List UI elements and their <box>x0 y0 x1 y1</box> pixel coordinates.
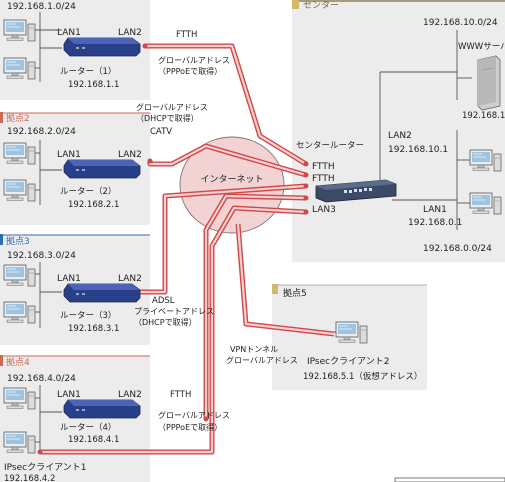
center-lan1: LAN1 <box>423 205 447 215</box>
internet-label: インターネット <box>200 174 263 185</box>
site5-address-label: グローバルアドレス <box>226 355 298 365</box>
center-ftth2: FTTH <box>312 174 335 184</box>
site4: 拠点4 192.168.4.0/24 LAN1 LAN2 ルーター（4） 192… <box>3 356 230 482</box>
site1-lan2: LAN2 <box>118 28 142 38</box>
www-server-label: WWWサーバー <box>458 42 505 52</box>
site5-client-ip: 192.168.5.1（仮想アドレス） <box>303 371 422 382</box>
site2-router-icon <box>63 159 141 179</box>
site3-router-ip: 192.168.3.1 <box>68 324 119 334</box>
center-network-top: 192.168.10.0/24 <box>423 18 498 28</box>
site3-network: 192.168.3.0/24 <box>7 251 76 261</box>
site1-router-icon <box>63 37 141 57</box>
site3-router-label: ルーター（3） <box>60 310 116 321</box>
site5-client-label: IPsecクライアント2 <box>307 356 389 367</box>
site1-network: 192.168.1.0/24 <box>7 2 76 12</box>
site3-lan1: LAN1 <box>57 274 81 284</box>
site4-router-ip: 192.168.4.1 <box>68 435 119 445</box>
www-server-ip: 192.168.10. <box>462 111 505 121</box>
site1-address-label: グローバルアドレス <box>158 55 230 65</box>
vpn-tunnels <box>37 43 335 455</box>
site4-client-label: IPsecクライアント1 <box>4 462 86 473</box>
center-ftth1: FTTH <box>312 162 335 172</box>
site3-address-label: プライベートアドレス <box>134 307 214 316</box>
center-router-icon <box>315 179 397 203</box>
site2-network: 192.168.2.0/24 <box>7 127 76 137</box>
site1-address-method: （PPPoEで取得） <box>158 66 222 76</box>
center-lan3: LAN3 <box>312 205 336 215</box>
center-lan1-ip: 192.168.0.1 <box>408 218 462 228</box>
site2-title: 拠点2 <box>6 112 30 124</box>
site2: 拠点2 192.168.2.0/24 LAN1 LAN2 ルーター（2） 192… <box>3 102 208 210</box>
site4-line-label: FTTH <box>170 390 191 400</box>
site3: 拠点3 192.168.3.0/24 LAN1 LAN2 ルーター（3） 192… <box>3 235 214 334</box>
site5-title: 拠点5 <box>283 287 307 299</box>
center: センター 192.168.10.0/24 WWWサーバー 192.168.10.… <box>296 0 505 254</box>
center-network-bottom: 192.168.0.0/24 <box>423 244 492 254</box>
site5: 拠点5 VPNトンネル グローバルアドレス IPsecクライアント2 192.1… <box>226 287 422 382</box>
site3-line-label: ADSL <box>152 296 175 306</box>
www-server-icon <box>477 55 501 111</box>
site4-router-label: ルーター（4） <box>60 422 116 433</box>
site4-client-ip: 192.168.4.2 <box>4 474 55 482</box>
site4-network: 192.168.4.0/24 <box>7 374 76 384</box>
site2-line-label: CATV <box>150 127 172 137</box>
center-lan2-ip: 192.168.10.1 <box>388 145 448 155</box>
site2-address-method: （DHCPで取得） <box>136 113 199 123</box>
site3-lan2: LAN2 <box>118 274 142 284</box>
site1-router-ip: 192.168.1.1 <box>68 80 119 90</box>
site4-title: 拠点4 <box>6 356 30 368</box>
site5-vpn-label: VPNトンネル <box>230 345 278 354</box>
site4-router-icon <box>63 399 141 419</box>
center-title: センター <box>303 0 339 11</box>
site1-line-label: FTTH <box>176 30 197 40</box>
site2-router-label: ルーター（2） <box>60 186 116 197</box>
site3-address-method: （DHCPで取得） <box>134 317 197 327</box>
site4-lan1: LAN1 <box>57 390 81 400</box>
site4-address-method: （PPPoEで取得） <box>158 422 222 432</box>
legend-box-edge <box>394 477 505 482</box>
site1: 192.168.1.0/24 LAN1 LAN2 ルーター（1） 192.168… <box>3 2 230 90</box>
site4-panel <box>0 355 150 482</box>
site2-lan1: LAN1 <box>57 150 81 160</box>
center-lan2: LAN2 <box>388 131 412 141</box>
center-panel <box>292 0 505 262</box>
site4-lan2: LAN2 <box>118 390 142 400</box>
site3-router-icon <box>63 283 141 303</box>
site2-lan2: LAN2 <box>118 150 142 160</box>
center-router-label: センタールーター <box>296 141 364 151</box>
site3-title: 拠点3 <box>6 235 30 247</box>
site4-address-label: グローバルアドレス <box>158 410 230 420</box>
site2-address-label: グローバルアドレス <box>136 102 208 112</box>
site2-router-ip: 192.168.2.1 <box>68 200 119 210</box>
site1-router-label: ルーター（1） <box>60 66 116 77</box>
site1-lan1: LAN1 <box>57 28 81 38</box>
